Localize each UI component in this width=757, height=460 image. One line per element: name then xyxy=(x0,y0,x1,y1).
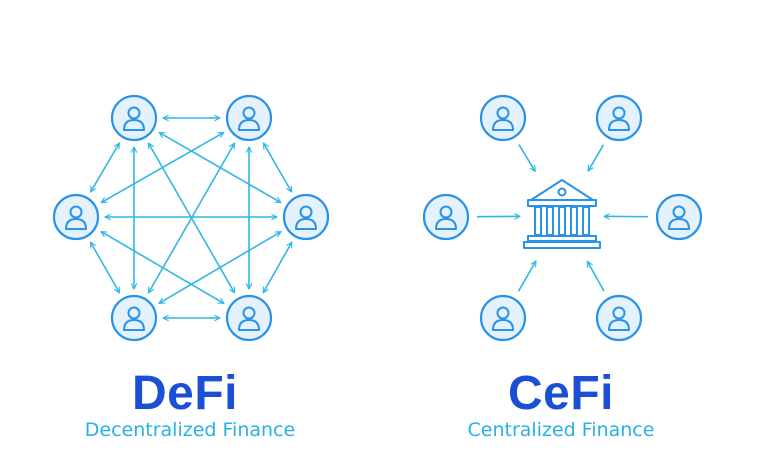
peer-link-arrow xyxy=(262,242,293,292)
user-icon xyxy=(110,94,158,142)
user-icon xyxy=(52,193,100,241)
peer-link-arrow xyxy=(262,143,293,192)
user-icon xyxy=(422,193,470,241)
user-icon xyxy=(282,193,330,241)
user-icon xyxy=(110,294,158,342)
user-icon xyxy=(479,94,527,142)
peer-link-arrow xyxy=(89,242,121,293)
to-bank-arrow xyxy=(518,144,536,172)
to-bank-arrow xyxy=(587,144,605,171)
cefi-hub-diagram xyxy=(422,94,703,342)
cefi-title: CeFi xyxy=(507,367,614,420)
peer-link-arrow xyxy=(101,230,224,305)
bank-icon xyxy=(523,179,601,249)
user-icon xyxy=(225,294,273,342)
user-icon xyxy=(595,94,643,142)
peer-link-arrow xyxy=(89,143,121,192)
user-icon xyxy=(225,94,273,142)
cefi-subtitle: Centralized Finance xyxy=(467,419,655,441)
to-bank-arrow xyxy=(517,261,537,292)
user-icon xyxy=(595,294,643,342)
user-icon xyxy=(655,193,703,241)
defi-subtitle: Decentralized Finance xyxy=(84,419,296,441)
peer-link-arrow xyxy=(101,131,224,204)
to-bank-arrow xyxy=(586,261,605,292)
user-icon xyxy=(479,294,527,342)
defi-network-diagram xyxy=(52,94,330,342)
defi-title: DeFi xyxy=(131,367,238,420)
